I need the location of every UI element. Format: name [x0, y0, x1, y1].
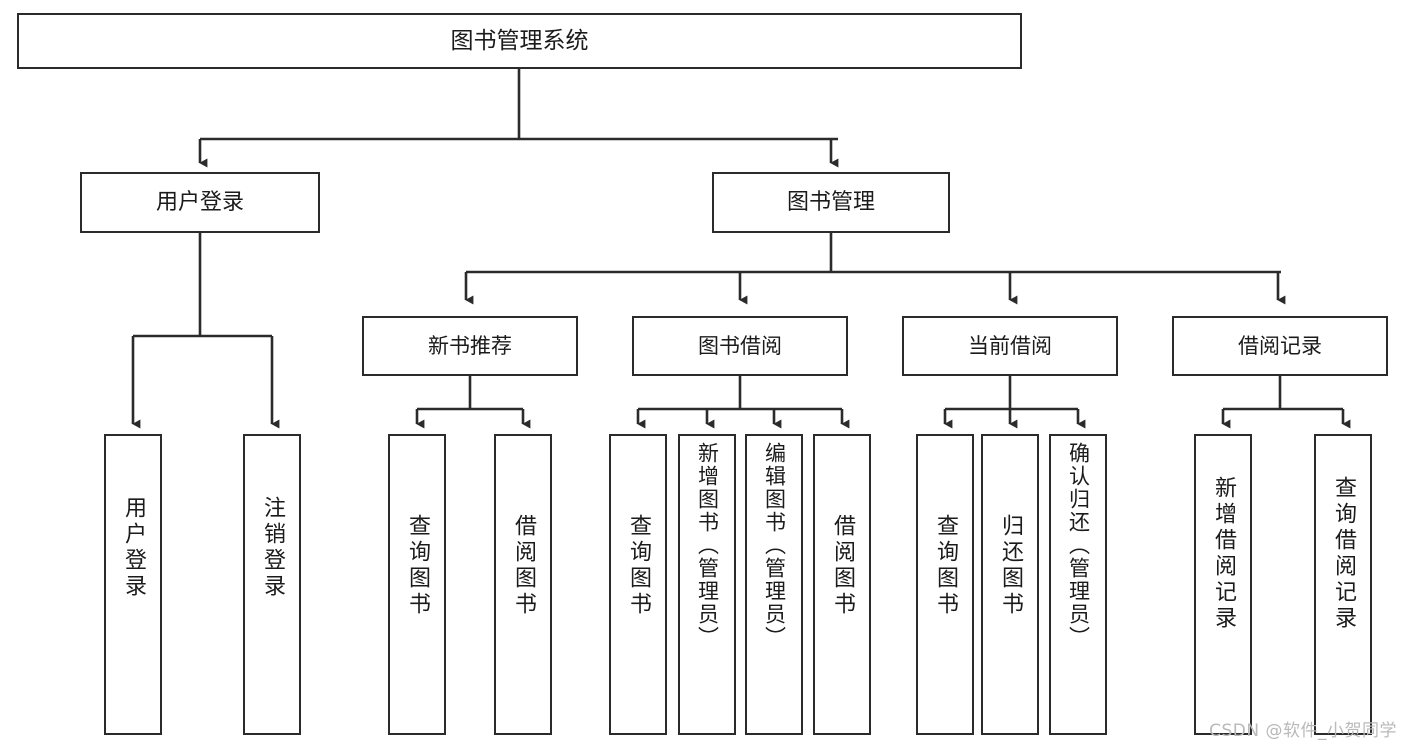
node-root-label: 图书管理系统 [450, 27, 589, 54]
leaf-logout-label: 注销登录 [260, 496, 285, 600]
node-book-manage[interactable]: 图书管理 [712, 172, 950, 233]
leaf-confirm-return[interactable]: 确认归还（管理员） [1049, 434, 1107, 735]
node-current-borrow-label: 当前借阅 [968, 333, 1052, 358]
leaf-query-book-3-label: 查询图书 [933, 514, 958, 618]
leaf-borrow-book-2-label: 借阅图书 [830, 514, 855, 618]
csdn-watermark: CSDN @软件_小贺同学 [1209, 721, 1397, 741]
leaf-query-book-2[interactable]: 查询图书 [609, 434, 667, 735]
leaf-query-book-1-label: 查询图书 [405, 514, 430, 618]
leaf-return-book[interactable]: 归还图书 [981, 434, 1039, 735]
leaf-edit-book[interactable]: 编辑图书（管理员） [745, 434, 803, 735]
node-book-borrow-label: 图书借阅 [698, 333, 782, 358]
leaf-query-book-2-label: 查询图书 [626, 514, 651, 618]
leaf-logout[interactable]: 注销登录 [243, 434, 301, 735]
node-current-borrow[interactable]: 当前借阅 [902, 316, 1118, 376]
node-borrow-record-label: 借阅记录 [1238, 333, 1322, 358]
node-borrow-record[interactable]: 借阅记录 [1172, 316, 1388, 376]
leaf-add-record[interactable]: 新增借阅记录 [1194, 434, 1252, 735]
leaf-return-book-label: 归还图书 [998, 514, 1023, 618]
node-new-book-recommend-label: 新书推荐 [428, 333, 512, 358]
leaf-user-login[interactable]: 用户登录 [104, 434, 162, 735]
leaf-add-book-label: 新增图书（管理员） [695, 442, 720, 649]
node-user-login[interactable]: 用户登录 [80, 172, 320, 233]
node-book-borrow[interactable]: 图书借阅 [632, 316, 848, 376]
node-book-manage-label: 图书管理 [786, 189, 875, 215]
leaf-query-book-3[interactable]: 查询图书 [916, 434, 974, 735]
leaf-add-book[interactable]: 新增图书（管理员） [678, 434, 736, 735]
leaf-query-record[interactable]: 查询借阅记录 [1314, 434, 1372, 735]
node-new-book-recommend[interactable]: 新书推荐 [362, 316, 578, 376]
leaf-borrow-book-1[interactable]: 借阅图书 [494, 434, 552, 735]
leaf-confirm-return-label: 确认归还（管理员） [1066, 442, 1091, 649]
leaf-borrow-book-2[interactable]: 借阅图书 [813, 434, 871, 735]
node-root[interactable]: 图书管理系统 [17, 13, 1022, 69]
leaf-edit-book-label: 编辑图书（管理员） [762, 442, 787, 649]
leaf-add-record-label: 新增借阅记录 [1211, 476, 1236, 632]
node-user-login-label: 用户登录 [155, 189, 244, 215]
leaf-query-record-label: 查询借阅记录 [1331, 476, 1356, 632]
leaf-borrow-book-1-label: 借阅图书 [511, 514, 536, 618]
leaf-query-book-1[interactable]: 查询图书 [388, 434, 446, 735]
leaf-user-login-label: 用户登录 [121, 496, 146, 600]
